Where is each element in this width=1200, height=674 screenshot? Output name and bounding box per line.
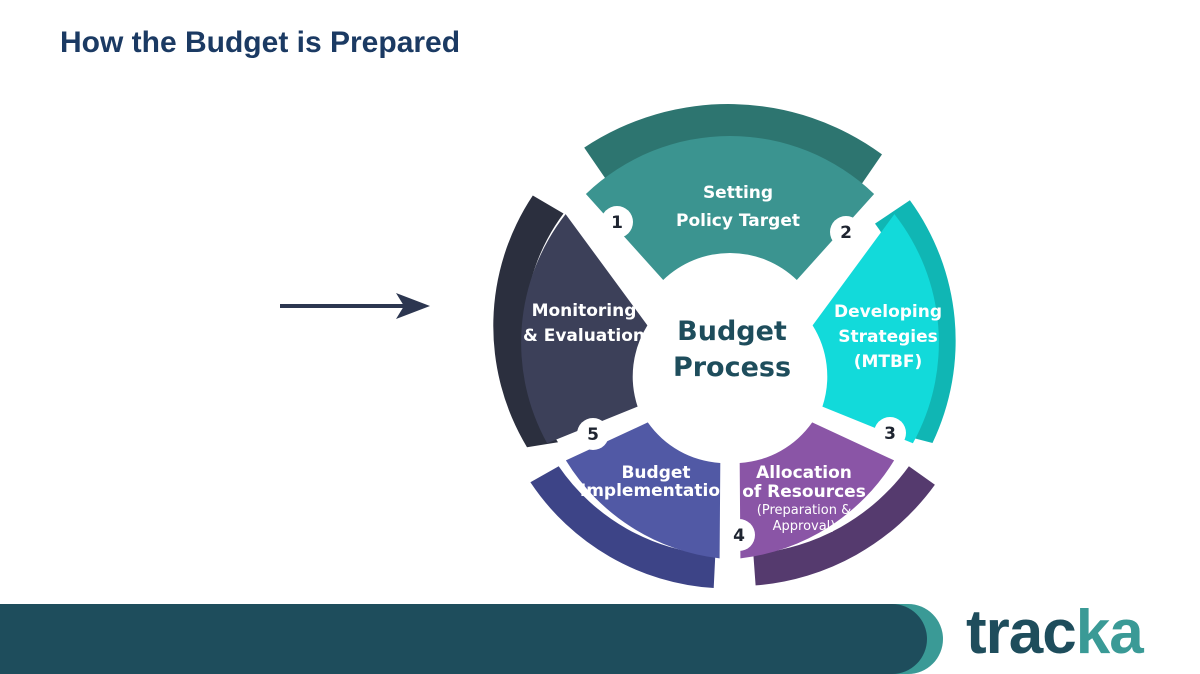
svg-text:1: 1 [611,213,623,233]
budget-process-diagram: Budget Process Setting Policy Target Dev… [493,104,956,588]
step-badge-2: 2 [830,216,862,248]
brand-logo: tracka [966,602,1144,664]
right-arrow-icon [280,293,430,319]
svg-text:3: 3 [884,424,896,444]
monitoring-label-line1: Monitoring [532,301,637,321]
center-line1: Budget [677,316,787,347]
step1-label-line1: Setting [703,183,773,203]
step-badge-1: 1 [601,206,633,238]
outer-arc-allocation [753,466,935,586]
svg-text:5: 5 [587,425,599,445]
step-badges: 1 2 3 4 5 [577,206,906,551]
outer-arc-setting-policy [584,104,882,186]
center-line2: Process [673,352,791,383]
outer-arc-implementation [530,466,716,588]
step5-label-line2: Implementation [580,481,732,501]
footer-band [0,604,943,674]
step2-label-line1: Developing [834,302,942,322]
segments [521,135,939,559]
center-circle [640,278,820,458]
brand-logo-part1: trac [966,598,1077,667]
segment-developing-strategies [812,214,939,444]
step1-label-line2: Policy Target [676,211,800,231]
step-badge-4: 4 [723,519,755,551]
step5-label-line1: Budget [621,463,690,483]
step3-label-line1: Allocation [756,463,852,483]
segment-setting-policy [585,135,875,280]
monitoring-label-line2: & Evaluation [523,326,645,346]
step3-label-line2: of Resources [742,482,866,502]
segment-monitoring [521,214,648,444]
brand-logo-part2: ka [1075,598,1144,667]
step2-label-line3: (MTBF) [854,352,923,372]
step2-label-line2: Strategies [838,327,938,347]
step3-sublabel-line1: (Preparation & [757,503,851,518]
outer-arc-monitoring [493,195,564,448]
step3-sublabel-line2: Approval) [773,519,836,534]
outer-arcs [493,104,956,588]
step-badge-5: 5 [577,418,609,450]
step-badge-3: 3 [874,417,906,449]
segment-allocation [739,422,895,559]
segment-implementation [565,422,721,559]
svg-text:2: 2 [840,223,852,243]
svg-text:4: 4 [733,526,745,546]
page-title: How the Budget is Prepared [60,26,461,59]
